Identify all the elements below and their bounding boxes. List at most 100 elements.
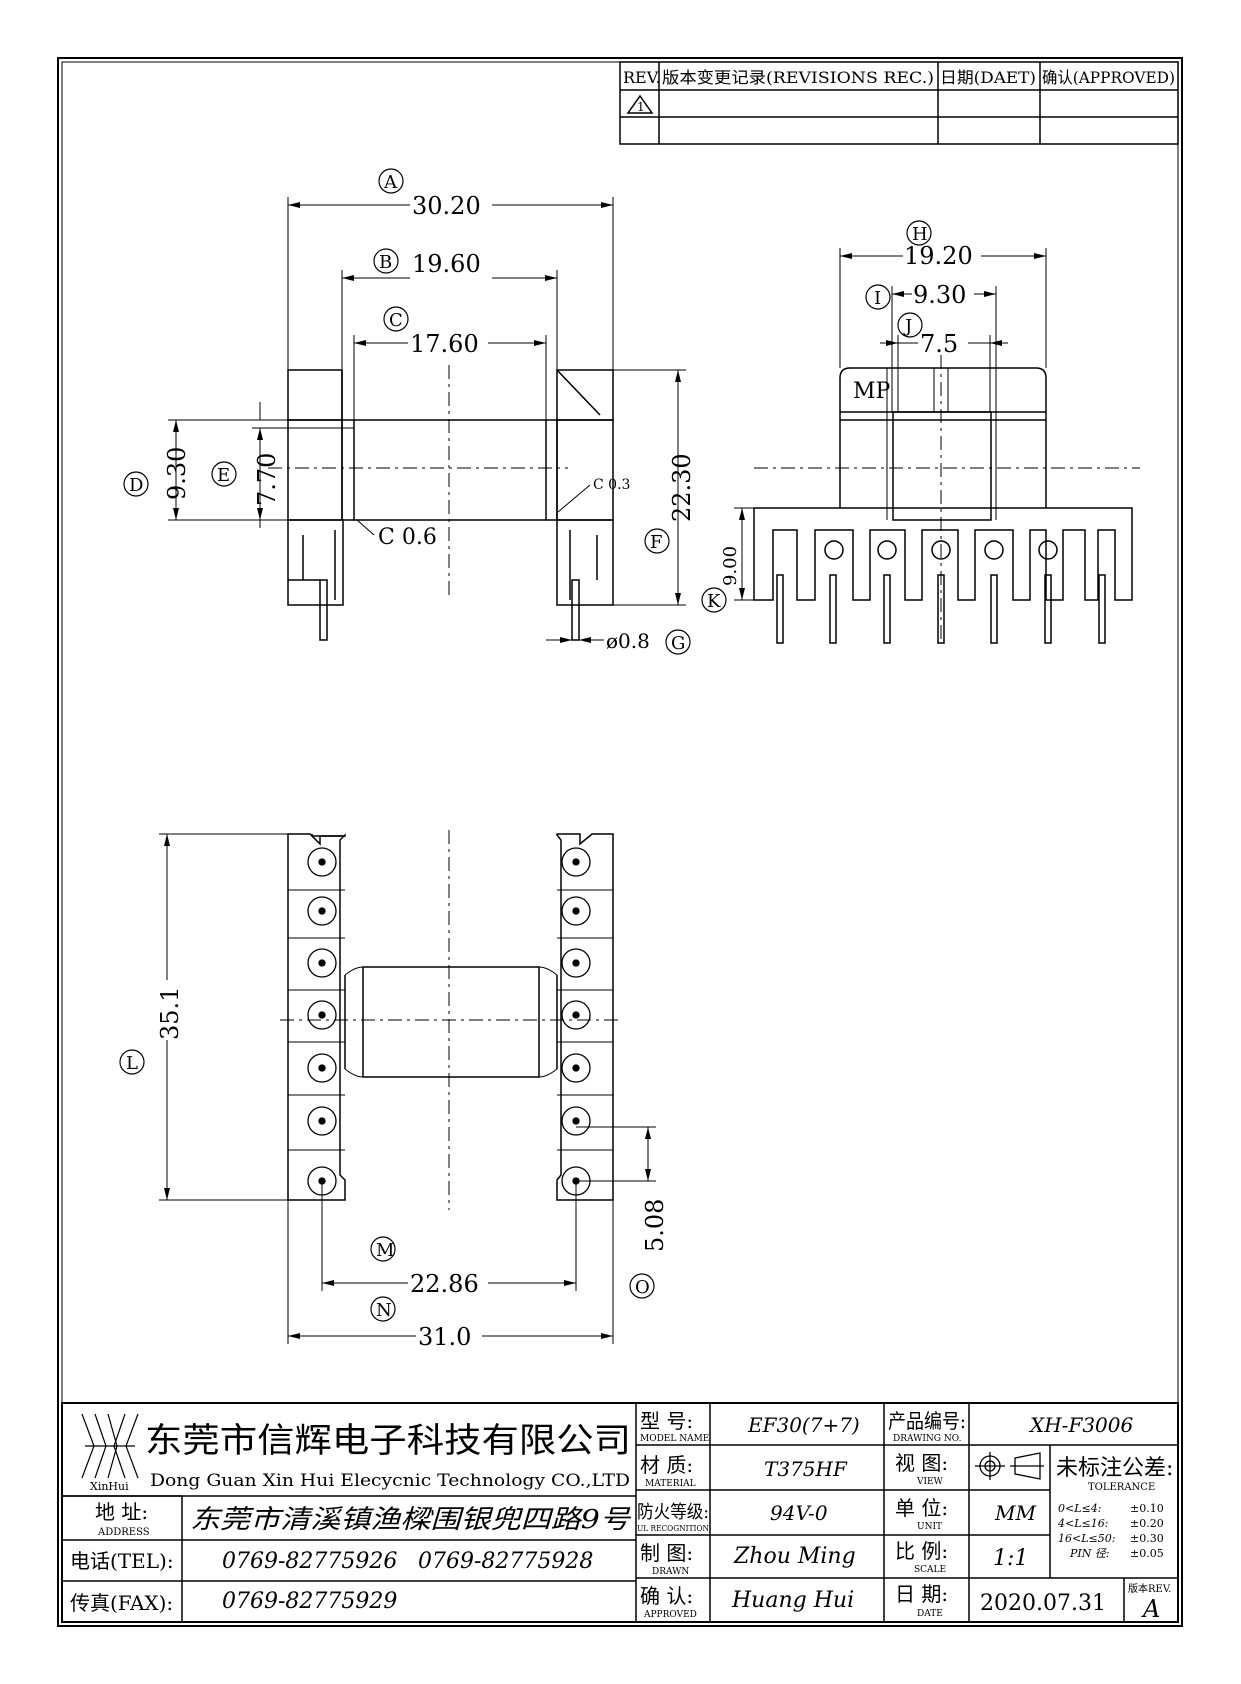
dim-b-callout xyxy=(373,248,399,274)
tolerance-value-1: ±0.10 xyxy=(1130,1502,1164,1515)
dim-o-callout xyxy=(629,1273,655,1299)
dim-j-value: 7.5 xyxy=(920,330,958,358)
approved-value: Huang Hui xyxy=(731,1588,854,1613)
dim-n-callout xyxy=(370,1296,396,1322)
company-name-cn: 东莞市信辉电子科技有限公司 xyxy=(145,1421,631,1461)
chamfer-large-note: C 0.6 xyxy=(378,525,437,550)
view-label-en: VIEW xyxy=(916,1477,944,1487)
unit-value: MM xyxy=(994,1501,1036,1525)
company-logo xyxy=(81,1413,139,1479)
address-value: 东莞市清溪镇渔樑围银兜四路9号 xyxy=(190,1505,632,1535)
mp-mark: MP xyxy=(853,379,891,404)
front-view: 30.20 A 19.60 B 17.60 C 9.30 D xyxy=(123,168,696,655)
rev-label: 版本REV. xyxy=(1128,1582,1171,1595)
revision-triangle-icon xyxy=(626,94,654,114)
dim-h-callout xyxy=(906,220,932,246)
scale-value: 1:1 xyxy=(993,1546,1028,1571)
dim-j-callout xyxy=(897,312,923,338)
fire-value: 94V-0 xyxy=(770,1501,828,1525)
dim-i-letter: I xyxy=(874,288,881,309)
tolerance-range-3: 16<L≤50: xyxy=(1058,1532,1115,1545)
dim-e-callout xyxy=(211,461,237,487)
dim-d-callout xyxy=(123,471,149,497)
dim-c-callout xyxy=(383,306,409,332)
drawing-no-label: 产品编号: xyxy=(888,1409,966,1433)
drawing-no-value: XH-F3006 xyxy=(1028,1413,1133,1437)
tolerance-range-4: PIN 径: xyxy=(1069,1547,1110,1560)
dim-h-letter: H xyxy=(912,224,928,245)
dim-b-letter: B xyxy=(379,252,392,273)
fire-label-en: UL RECOGNITION xyxy=(637,1524,709,1533)
revision-number: 1 xyxy=(637,100,645,114)
drawing-no-label-en: DRAWING NO. xyxy=(893,1434,962,1444)
projection-symbol-icon xyxy=(975,1452,1044,1480)
dim-a-callout xyxy=(378,168,404,194)
material-value: T375HF xyxy=(764,1457,848,1481)
dim-n-value: 31.0 xyxy=(418,1323,471,1351)
material-label-en: MATERIAL xyxy=(645,1479,696,1489)
dim-i-value: 9.30 xyxy=(913,281,966,309)
scale-label-en: SCALE xyxy=(914,1565,946,1575)
dim-f-letter: F xyxy=(650,532,663,553)
tel-value-2: 0769-82775928 xyxy=(418,1549,593,1574)
dim-c-value: 17.60 xyxy=(410,330,479,358)
unit-label: 单 位: xyxy=(895,1496,948,1520)
drawn-label-en: DRAWN xyxy=(652,1567,689,1577)
fax-value: 0769-82775929 xyxy=(222,1589,397,1614)
material-label: 材 质: xyxy=(640,1453,693,1477)
tel-value-1: 0769-82775926 xyxy=(222,1549,397,1574)
view-label: 视 图: xyxy=(895,1451,948,1475)
bottom-view: 35.1 L 22.86 M 31.0 N 5.08 O xyxy=(119,830,669,1351)
side-view: MP 19.20 H 9.30 xyxy=(701,220,1140,644)
unit-label-en: UNIT xyxy=(917,1522,942,1532)
approved-label-en: APPROVED xyxy=(643,1610,697,1620)
tolerance-value-3: ±0.30 xyxy=(1130,1532,1164,1545)
dim-l-callout xyxy=(119,1049,145,1075)
dim-m-value: 22.86 xyxy=(410,1270,479,1298)
tolerance-title-en: TOLERANCE xyxy=(1088,1482,1155,1493)
dim-l-value: 35.1 xyxy=(156,987,184,1040)
dim-d-value: 9.30 xyxy=(163,447,191,500)
company-name-en: Dong Guan Xin Hui Elecycnic Technology C… xyxy=(150,1471,630,1491)
date-header: 日期(DAET) xyxy=(940,68,1036,87)
dim-o-value: 5.08 xyxy=(641,1199,669,1252)
dim-o-letter: O xyxy=(635,1277,650,1298)
tolerance-range-1: 0<L≤4: xyxy=(1058,1502,1101,1515)
scale-label: 比 例: xyxy=(895,1539,948,1563)
dim-g-value: ø0.8 xyxy=(606,629,650,653)
rev-header: REV. xyxy=(623,68,661,87)
date-label-en: DATE xyxy=(917,1609,943,1619)
tel-label: 电话(TEL): xyxy=(70,1549,174,1573)
address-label: 地 址: xyxy=(95,1500,148,1524)
tolerance-range-2: 4<L≤16: xyxy=(1057,1517,1108,1530)
dim-a-letter: A xyxy=(383,172,398,193)
dim-b-value: 19.60 xyxy=(412,250,481,278)
model-value: EF30(7+7) xyxy=(747,1413,860,1437)
dim-m-callout xyxy=(370,1236,396,1262)
dim-k-value: 9.00 xyxy=(720,546,741,586)
drawn-value: Zhou Ming xyxy=(733,1544,856,1569)
dim-g-letter: G xyxy=(671,633,685,654)
dim-j-letter: J xyxy=(903,316,912,337)
revisions-header: 版本变更记录(REVISIONS REC.) xyxy=(662,68,934,87)
approved-label: 确 认: xyxy=(640,1584,693,1608)
logo-text: XinHui xyxy=(90,1480,129,1493)
dim-e-value: 7.70 xyxy=(253,453,281,506)
title-block: XinHui 东莞市信辉电子科技有限公司 Dong Guan Xin Hui E… xyxy=(61,1402,1179,1623)
dim-i-callout xyxy=(865,284,891,310)
revision-table: REV. 版本变更记录(REVISIONS REC.) 日期(DAET) 确认(… xyxy=(619,61,1179,145)
dim-f-callout xyxy=(644,528,670,554)
approved-header: 确认(APPROVED) xyxy=(1042,68,1175,87)
fire-label: 防火等级: xyxy=(637,1502,709,1523)
dim-k-letter: K xyxy=(707,591,721,612)
outer-border xyxy=(57,57,1183,1627)
date-label: 日 期: xyxy=(895,1582,948,1606)
address-label-en: ADDRESS xyxy=(97,1527,150,1538)
model-label: 型 号: xyxy=(640,1409,693,1433)
dim-g-callout xyxy=(665,629,691,655)
dim-h-value: 19.20 xyxy=(904,242,973,270)
inner-border xyxy=(61,61,1179,1623)
dim-c-letter: C xyxy=(389,310,403,331)
dim-e-letter: E xyxy=(217,465,230,486)
